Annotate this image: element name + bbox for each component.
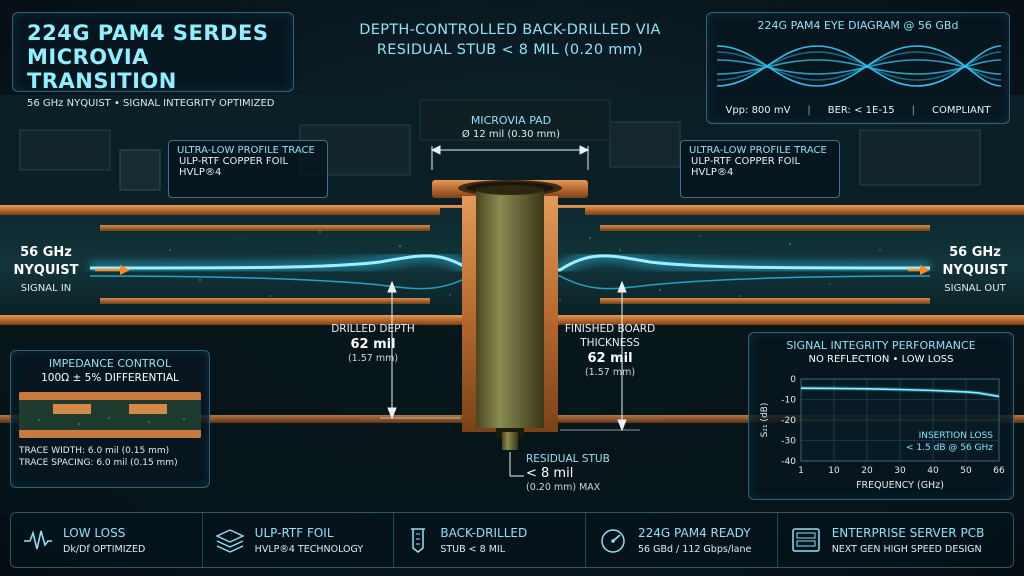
y-tick-label: -30 <box>781 437 796 447</box>
header-center: DEPTH-CONTROLLED BACK-DRILLED VIA RESIDU… <box>330 22 690 58</box>
x-tick-label: 1 <box>798 466 804 476</box>
x-axis-label: FREQUENCY (GHz) <box>856 480 944 491</box>
x-tick-label: 50 <box>960 466 972 476</box>
eye-diagram-stats: Vpp: 800 mV | BER: < 1E-15 | COMPLIANT <box>717 105 999 116</box>
page-title-line2: MICROVIA TRANSITION <box>27 45 177 93</box>
y-axis-label: S₂₁ (dB) <box>760 403 770 438</box>
x-tick-label: 40 <box>927 466 939 476</box>
vpp-value: Vpp: 800 mV <box>725 105 791 116</box>
si-performance-panel: SIGNAL INTEGRITY PERFORMANCE NO REFLECTI… <box>748 332 1014 500</box>
trace-spacing: TRACE SPACING: 6.0 mil (0.15 mm) <box>19 458 178 468</box>
dielectric-particles <box>139 230 881 301</box>
header-line2: RESIDUAL STUB < 8 MIL (0.20 mm) <box>376 42 644 58</box>
eye-diagram-title: 224G PAM4 EYE DIAGRAM @ 56 GBd <box>757 19 959 32</box>
trace-callout-right: ULTRA-LOW PROFILE TRACE ULP-RTF COPPER F… <box>680 140 840 198</box>
compliance-status: COMPLIANT <box>932 105 991 116</box>
signal-in-label: 56 GHz NYQUIST SIGNAL IN <box>13 245 79 294</box>
gauge-icon <box>601 529 625 553</box>
layers-icon <box>215 529 245 553</box>
y-tick-label: 0 <box>790 375 796 385</box>
signal-out-arrow <box>920 265 930 275</box>
x-tick-label: 20 <box>861 466 873 476</box>
server-icon <box>791 528 820 552</box>
ber-value: BER: < 1E-15 <box>827 105 895 116</box>
header-line1: DEPTH-CONTROLLED BACK-DRILLED VIA <box>359 22 661 38</box>
x-tick-label: 30 <box>894 466 906 476</box>
y-tick-label: -10 <box>781 396 796 406</box>
microvia-pad-label: MICROVIA PAD Ø 12 mil (0.30 mm) <box>461 114 561 140</box>
trace-callout-left: ULTRA-LOW PROFILE TRACE ULP-RTF COPPER F… <box>168 140 328 198</box>
signal-in-arrow <box>120 265 130 275</box>
insertion-loss-annotation: INSERTION LOSS <box>919 431 994 441</box>
impedance-panel: IMPEDANCE CONTROL 100Ω ± 5% DIFFERENTIAL… <box>10 350 210 488</box>
residual-stub <box>502 432 518 450</box>
eye-diagram-graphic <box>717 45 1001 87</box>
wave-icon <box>24 530 52 550</box>
eye-diagram-panel: 224G PAM4 EYE DIAGRAM @ 56 GBd Vpp: 800 … <box>706 12 1010 124</box>
impedance-cross-section <box>19 392 201 438</box>
via-barrel <box>476 190 544 428</box>
residual-stub-label: RESIDUAL STUB < 8 mil (0.20 mm) MAX <box>526 453 610 493</box>
drill-icon <box>411 528 426 553</box>
page-subtitle: 56 GHz NYQUIST • SIGNAL INTEGRITY OPTIMI… <box>27 98 275 109</box>
signal-out-label: 56 GHz NYQUIST SIGNAL OUT <box>942 245 1008 294</box>
y-tick-label: -40 <box>781 457 796 467</box>
drilled-depth-label: DRILLED DEPTH 62 mil (1.57 mm) <box>331 323 415 364</box>
insertion-loss-value: < 1.5 dB @ 56 GHz <box>906 443 993 453</box>
trace-width: TRACE WIDTH: 6.0 mil (0.15 mm) <box>19 446 170 456</box>
separator: | <box>807 105 811 116</box>
title-panel: 224G PAM4 SERDES MICROVIA TRANSITION 56 … <box>12 12 294 109</box>
separator: | <box>911 105 916 116</box>
y-tick-label: -20 <box>781 416 796 426</box>
page-title: 224G PAM4 SERDES <box>27 21 269 45</box>
x-tick-label: 10 <box>828 466 840 476</box>
top-copper-layer <box>0 205 1024 215</box>
x-tick-label: 66 <box>993 466 1005 476</box>
series-line <box>800 387 1000 398</box>
board-thickness-label: FINISHED BOARD THICKNESS 62 mil (1.57 mm… <box>564 323 656 378</box>
